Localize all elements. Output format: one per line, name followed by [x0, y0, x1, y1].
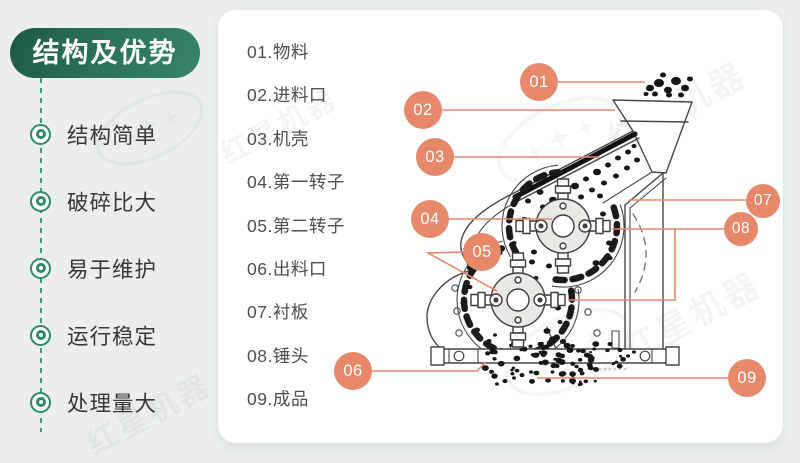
advantage-label: 破碎比大 — [67, 190, 158, 215]
part-item: 03.机壳 — [247, 128, 309, 149]
diagram-badge-02: 02 — [404, 91, 442, 129]
advantage-label: 结构简单 — [67, 123, 158, 148]
part-item: 08.锤头 — [247, 345, 309, 366]
part-item: 09.成品 — [247, 389, 309, 410]
diagram-badge-08: 08 — [724, 212, 758, 246]
diagram-badge-01: 01 — [520, 63, 558, 101]
target-bullet-icon — [30, 324, 51, 346]
target-bullet-icon — [30, 123, 51, 145]
diagram-badge-03: 03 — [416, 138, 454, 176]
part-item: 02.进料口 — [247, 85, 327, 106]
diagram-badge-09: 09 — [728, 359, 766, 397]
part-item: 05.第二转子 — [247, 215, 345, 236]
part-item: 04.第一转子 — [247, 172, 345, 193]
diagram-badge-06: 06 — [334, 352, 372, 390]
parts-list: 01.物料 02.进料口 03.机壳 04.第一转子 05.第二转子 06.出料… — [247, 31, 345, 422]
advantage-label: 运行稳定 — [67, 324, 158, 349]
target-bullet-icon — [30, 391, 51, 413]
target-bullet-icon — [30, 257, 51, 279]
part-item: 01.物料 — [247, 42, 309, 62]
advantage-label: 处理量大 — [67, 391, 158, 416]
target-bullet-icon — [30, 190, 51, 212]
diagram-badge-05: 05 — [463, 233, 501, 271]
section-title: 结构及优势 — [10, 28, 200, 78]
part-item: 07.衬板 — [247, 302, 309, 323]
diagram-badge-04: 04 — [411, 200, 449, 238]
diagram-badge-07: 07 — [746, 184, 780, 218]
advantage-label: 易于维护 — [67, 257, 158, 282]
timeline-dashed-line — [40, 78, 42, 432]
part-item: 06.出料口 — [247, 258, 327, 279]
